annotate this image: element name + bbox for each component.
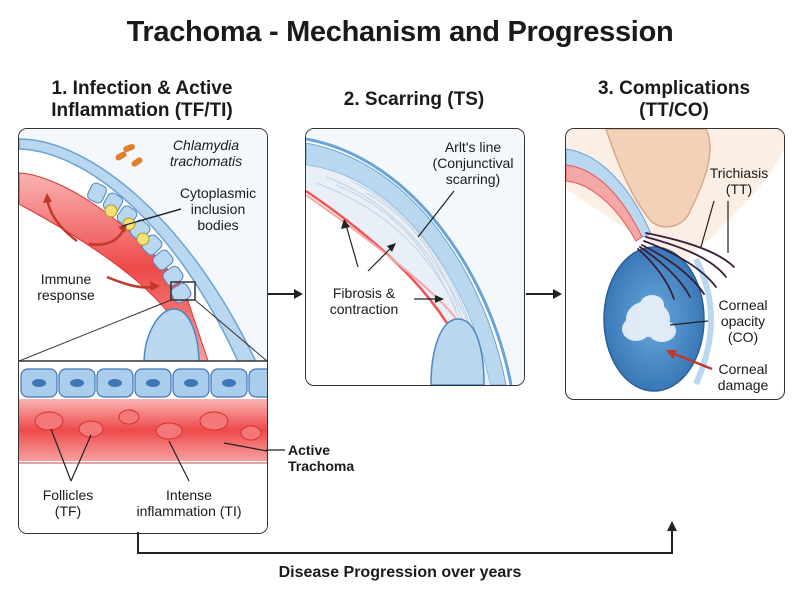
panel-infection-illustration (19, 129, 267, 533)
active-trachoma-label: Active Trachoma (288, 442, 388, 474)
follicles-label: Follicles (TF) (23, 487, 113, 519)
chlamydia-label-line-2: trachomatis (169, 153, 243, 169)
inclusion-bodies-label-line-1: Cytoplasmic (179, 185, 257, 201)
corneal-damage-label-line-1: Corneal (718, 361, 768, 377)
panel-scarring: Arlt's line (Conjunctival scarring) Fibr… (305, 128, 525, 386)
immune-response-label-line-1: Immune (40, 271, 92, 287)
panel-1-title: 1. Infection & Active Inflammation (TF/T… (18, 78, 266, 122)
panel-3-title-line-1: 3. Complications (597, 78, 751, 99)
follicles-label-line-1: Follicles (42, 487, 94, 503)
inflammation-label-line-2: inflammation (TI) (136, 503, 242, 519)
inflammation-label-line-1: Intense (166, 487, 212, 503)
fibrosis-label: Fibrosis & contraction (312, 285, 416, 317)
chlamydia-label-line-1: Chlamydia (172, 137, 240, 153)
inclusion-bodies-label: Cytoplasmic inclusion bodies (169, 185, 267, 233)
panel-scarring-illustration (306, 129, 524, 385)
corneal-damage-label: Corneal damage (704, 361, 782, 393)
arlts-line-label: Arlt's line (Conjunctival scarring) (424, 139, 522, 187)
corneal-opacity-label-line-3: (CO) (727, 329, 759, 345)
arlts-line-label-line-2: (Conjunctival (432, 155, 514, 171)
panel-3-title: 3. Complications (TT/CO) (565, 78, 783, 122)
follicles-label-line-2: (TF) (54, 503, 82, 519)
trichiasis-label: Trichiasis (TT) (696, 165, 782, 197)
corneal-opacity-label: Corneal opacity (CO) (704, 297, 782, 345)
inclusion-bodies-label-line-3: bodies (197, 217, 239, 233)
panel-infection: Chlamydia trachomatis Cytoplasmic inclus… (18, 128, 268, 534)
active-trachoma-label-line-2: Trachoma (288, 458, 355, 474)
immune-response-label-line-2: response (37, 287, 95, 303)
inflammation-label: Intense inflammation (TI) (119, 487, 259, 519)
corneal-damage-label-line-2: damage (717, 377, 769, 393)
corneal-opacity-label-line-1: Corneal (718, 297, 768, 313)
trichiasis-label-line-1: Trichiasis (709, 165, 769, 181)
panel-2-title: 2. Scarring (TS) (343, 89, 485, 110)
active-trachoma-label-line-1: Active (288, 442, 331, 458)
inclusion-bodies-label-line-2: inclusion (190, 201, 246, 217)
panel-3-title-line-2: (TT/CO) (639, 100, 709, 121)
corneal-opacity-label-line-2: opacity (720, 313, 766, 329)
page-title: Trachoma - Mechanism and Progression (126, 16, 674, 48)
trichiasis-label-line-2: (TT) (725, 181, 753, 197)
arlts-line-label-line-3: scarring) (445, 171, 501, 187)
panel-complications-illustration (566, 129, 784, 392)
chlamydia-bacteria-icon (115, 143, 143, 167)
panel-complications: Trichiasis (TT) Corneal opacity (CO) Cor… (565, 128, 785, 400)
fibrosis-label-line-1: Fibrosis & (332, 285, 396, 301)
eyelash-icon (637, 232, 735, 300)
fibrosis-label-line-2: contraction (329, 301, 399, 317)
panel-1-title-line-2: Inflammation (TF/TI) (51, 100, 233, 121)
arlts-line-label-line-1: Arlt's line (444, 139, 502, 155)
chlamydia-label: Chlamydia trachomatis (147, 137, 265, 169)
disease-progression-label: Disease Progression over years (278, 564, 522, 581)
panel-1-title-line-1: 1. Infection & Active (51, 78, 233, 99)
immune-response-label: Immune response (23, 271, 109, 303)
